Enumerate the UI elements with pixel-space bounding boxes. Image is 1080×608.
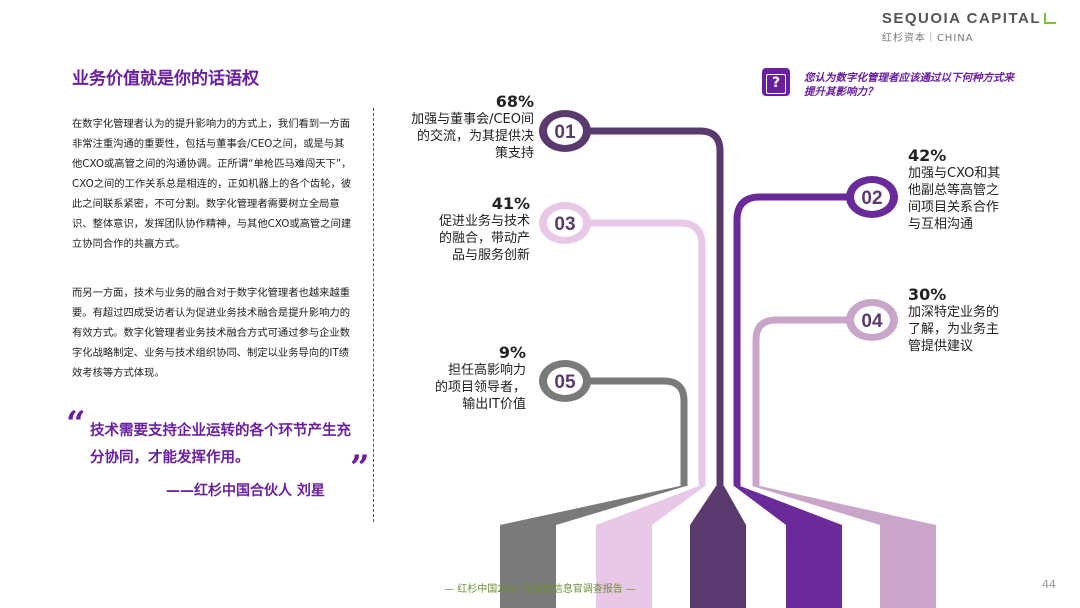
item-03-line-1: 促进业务与技术 (438, 214, 530, 229)
pipe-05 (585, 377, 688, 486)
item-04-line-2: 了解，为业务主 (908, 322, 1000, 337)
item-05-line-2: 的项目领导者， (434, 380, 526, 395)
node-05-label: 05 (554, 372, 576, 393)
bar-01 (690, 525, 746, 608)
brand-logo: SEQUOIA CAPITAL 红杉资本｜CHINA (882, 10, 1056, 44)
question-symbol: ? (766, 74, 786, 94)
item-02: 42% 加强与CXO和其 他副总等高管之 间项目关系合作 与互相沟通 (908, 146, 1068, 233)
question-text: 您认为数字化管理者应该通过以下何种方式来提升其影响力？ (804, 72, 1014, 98)
item-04-line-3: 管提供建议 (908, 339, 974, 354)
brand-name: SEQUOIA CAPITAL (882, 10, 1056, 27)
item-03-percent: 41% (491, 194, 530, 213)
pipe-01 (585, 127, 724, 486)
node-01-label: 01 (554, 122, 576, 143)
item-03-line-2: 的融合，带动产 (438, 231, 530, 246)
pipe-02 (733, 193, 850, 486)
bar-03-neck (596, 486, 705, 525)
item-01: 68% 加强与董事会/CEO间 的交流，为其提供决 策支持 (384, 92, 534, 162)
item-02-line-1: 加强与CXO和其 (908, 166, 1001, 181)
page-number: 44 (1042, 578, 1056, 591)
bar-01-neck (690, 486, 746, 525)
item-05: 9% 担任高影响力 的项目领导者， 输出IT价值 (404, 343, 526, 413)
page-title: 业务价值就是你的话语权 (72, 69, 259, 89)
bar-02-neck (734, 486, 842, 525)
item-01-line-1: 加强与董事会/CEO间 (411, 112, 534, 127)
item-03-line-3: 品与服务创新 (451, 248, 530, 263)
quote-text: 技术需要支持企业运转的各个环节产生充分协同，才能发挥作用。 (90, 423, 351, 466)
item-05-line-3: 输出IT价值 (462, 397, 526, 412)
sequoia-mark-icon (1044, 13, 1056, 24)
item-01-line-3: 策支持 (494, 146, 534, 161)
item-04: 30% 加深特定业务的 了解，为业务主 管提供建议 (908, 285, 1068, 355)
item-01-percent: 68% (495, 92, 534, 111)
node-02: 02 (846, 176, 898, 218)
bar-04-neck (752, 486, 936, 525)
brand-subtitle: 红杉资本｜CHINA (881, 33, 974, 44)
question-mark-icon: ? (762, 68, 790, 96)
bar-05 (500, 525, 556, 608)
node-03-label: 03 (554, 214, 575, 235)
dashed-divider (373, 108, 374, 522)
item-02-line-4: 与互相沟通 (908, 217, 974, 232)
item-02-percent: 42% (908, 146, 947, 165)
body-paragraph-2: 而另一方面，技术与业务的融合对于数字化管理者也越来越重要。有超过四成受访者认为促… (72, 287, 351, 379)
node-04: 04 (846, 299, 898, 341)
item-04-line-1: 加深特定业务的 (908, 305, 1000, 320)
item-05-line-1: 担任高影响力 (447, 363, 526, 378)
node-04-label: 04 (861, 311, 883, 332)
pipe-04 (752, 316, 850, 486)
item-03: 41% 促进业务与技术 的融合，带动产 品与服务创新 (404, 194, 530, 264)
bar-02 (786, 525, 842, 608)
item-02-line-2: 他副总等高管之 (908, 183, 1000, 198)
bar-05-neck (500, 486, 686, 525)
node-02-label: 02 (861, 188, 882, 209)
brand-name-text: SEQUOIA CAPITAL (881, 10, 1041, 27)
node-01: 01 (539, 110, 591, 152)
quote-author: ——红杉中国合伙人 刘星 (166, 483, 325, 499)
quote-open-mark: “ (66, 404, 86, 444)
footer-report-title: — 红杉中国2021年首席信息官调查报告 — (444, 584, 636, 595)
node-03: 03 (539, 202, 591, 244)
item-05-percent: 9% (498, 343, 526, 362)
node-05: 05 (539, 360, 591, 402)
quote-close-mark: ” (350, 448, 370, 488)
item-04-percent: 30% (908, 285, 947, 304)
bar-03 (596, 525, 652, 608)
bar-04 (880, 525, 936, 608)
body-paragraph-1: 在数字化管理者认为的提升影响力的方式上，我们看到一方面非常注重沟通的重要性，包括… (72, 118, 352, 250)
item-02-line-3: 间项目关系合作 (908, 200, 1000, 215)
pipe-03 (585, 219, 706, 486)
item-01-line-2: 的交流，为其提供决 (416, 129, 534, 144)
